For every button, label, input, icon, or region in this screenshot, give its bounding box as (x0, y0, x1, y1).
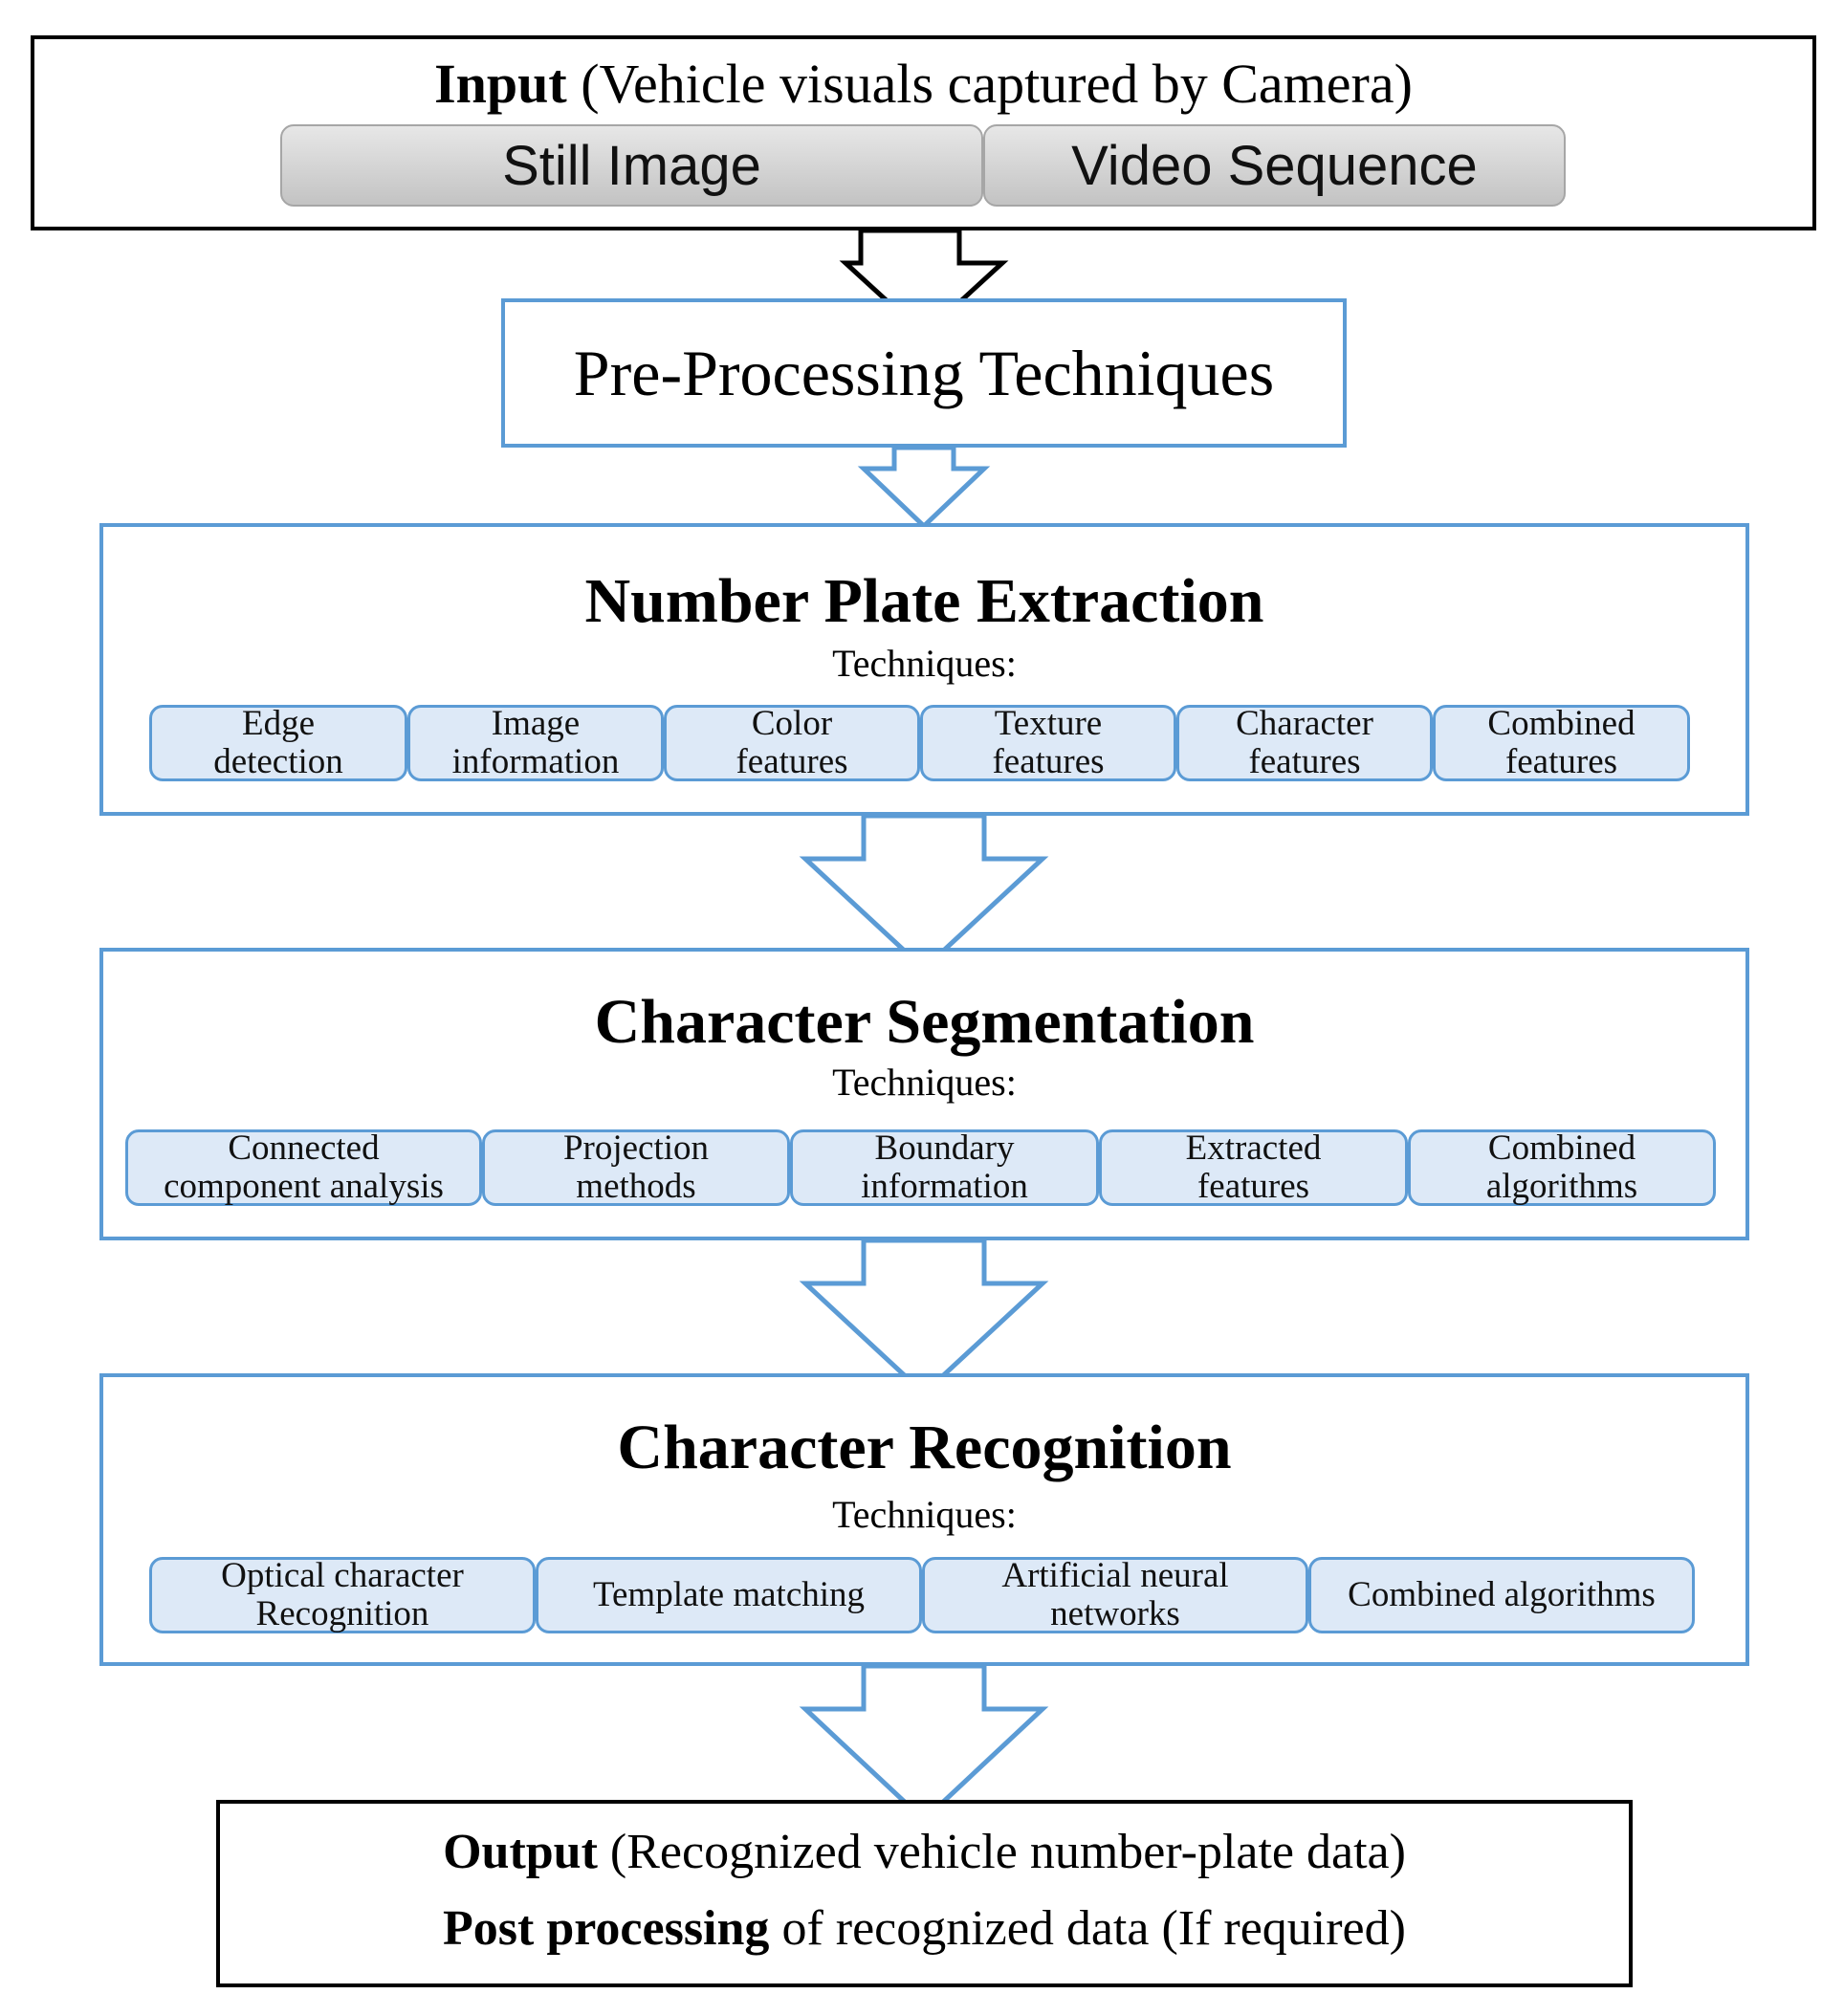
number-plate-extraction-title: Number Plate Extraction (584, 566, 1264, 636)
input-title-rest: (Vehicle visuals captured by Camera) (566, 53, 1413, 115)
video-sequence-source: Video Sequence (983, 124, 1566, 207)
technique-template-matching: Template matching (536, 1557, 922, 1633)
character-segmentation-title: Character Segmentation (594, 987, 1255, 1057)
post-processing-rest: of recognized data (If required) (769, 1901, 1406, 1956)
output-box (216, 1800, 1633, 1987)
post-processing-bold: Post processing (443, 1901, 770, 1956)
output-rest: (Recognized vehicle number-plate data) (597, 1825, 1406, 1879)
character-segmentation-techniques-label: Techniques: (832, 1061, 1017, 1104)
arrow-recognition-to-output (799, 1663, 1049, 1824)
arrow-segmentation-to-recognition (799, 1238, 1049, 1397)
character-recognition-techniques-label: Techniques: (832, 1493, 1017, 1536)
character-recognition-title: Character Recognition (617, 1413, 1232, 1482)
input-title: Input (Vehicle visuals captured by Camer… (31, 50, 1816, 119)
arrow-extraction-to-segmentation (799, 813, 1049, 973)
post-processing-line: Post processing of recognized data (If r… (216, 1898, 1633, 1960)
arrow-preprocessing-to-extraction (857, 445, 991, 530)
output-line: Output (Recognized vehicle number-plate … (216, 1822, 1633, 1883)
preprocessing-title: Pre-Processing Techniques (573, 336, 1275, 409)
output-bold: Output (443, 1825, 598, 1879)
number-plate-extraction-techniques-label: Techniques: (832, 642, 1017, 685)
still-image-source: Still Image (280, 124, 983, 207)
input-title-bold: Input (434, 53, 567, 115)
preprocessing-box: Pre-Processing Techniques (501, 298, 1347, 448)
technique-combined-algorithms-recognition: Combined algorithms (1308, 1557, 1695, 1633)
